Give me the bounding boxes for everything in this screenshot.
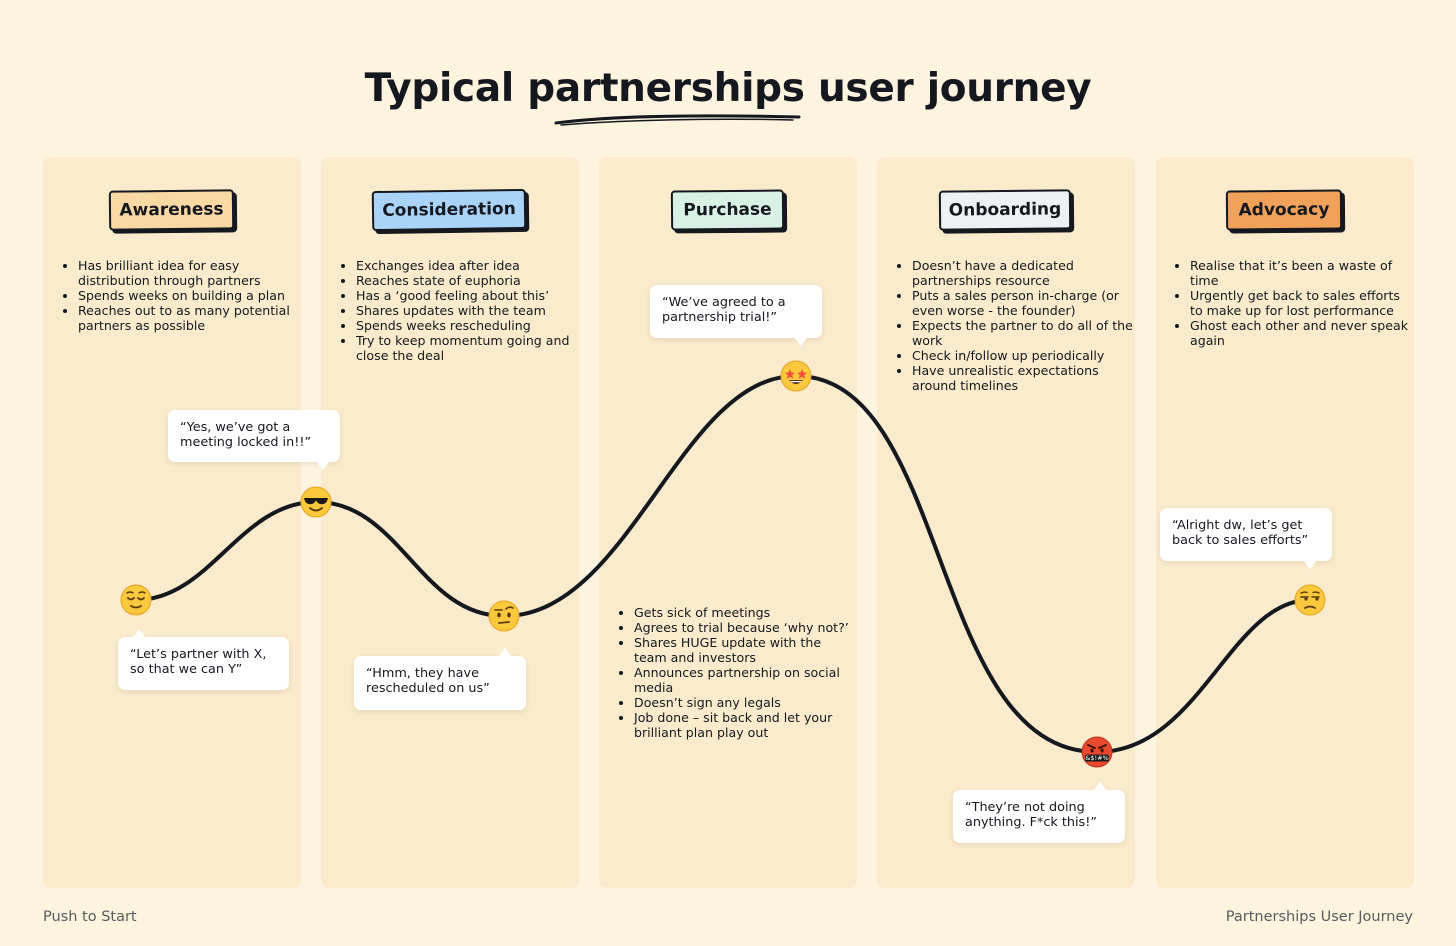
list-item: Realise that it’s been a waste of time xyxy=(1190,258,1414,288)
list-item: Exchanges idea after idea xyxy=(356,258,582,273)
list-item: Reaches out to as many potential partner… xyxy=(78,303,300,333)
list-item: Doesn’t sign any legals xyxy=(634,695,854,710)
quote-text: “Let’s partner with X, so that we can Y” xyxy=(130,647,267,677)
list-item: Gets sick of meetings xyxy=(634,605,854,620)
quote-bubble-meeting: “Yes, we’ve got a meeting locked in!!” xyxy=(168,410,340,470)
quote-bubble-trial: “We’ve agreed to a partnership trial!” xyxy=(650,285,822,346)
quote-text: “Alright dw, let’s get back to sales eff… xyxy=(1172,518,1309,548)
list-item: Agrees to trial because ‘why not?’ xyxy=(634,620,854,635)
list-item: Expects the partner to do all of the wor… xyxy=(912,318,1134,348)
quote-text: “Hmm, they have rescheduled on us” xyxy=(366,666,490,696)
quote-bubble-frustrated: “They’re not doing anything. F*ck this!” xyxy=(953,782,1125,843)
title-highlight: partnerships xyxy=(527,66,805,111)
quote-bubble-rescheduled: “Hmm, they have rescheduled on us” xyxy=(354,648,526,710)
list-item: Have unrealistic expectations around tim… xyxy=(912,363,1134,393)
list-item: Announces partnership on social media xyxy=(634,665,854,695)
purchase-bullets: Gets sick of meetings Agrees to trial be… xyxy=(620,605,854,740)
list-item: Shares HUGE update with the team and inv… xyxy=(634,635,854,665)
footer-right: Partnerships User Journey xyxy=(1225,909,1413,925)
quote-text: “We’ve agreed to a partnership trial!” xyxy=(662,295,786,325)
column-consideration xyxy=(321,157,579,888)
list-item: Spends weeks on building a plan xyxy=(78,288,300,303)
list-item: Check in/follow up periodically xyxy=(912,348,1134,363)
list-item: Shares updates with the team xyxy=(356,303,582,318)
sunglasses-face-icon xyxy=(300,486,332,518)
cursing-symbols: &$!#% xyxy=(1085,754,1108,762)
advocacy-bullets: Realise that it’s been a waste of time U… xyxy=(1176,258,1414,348)
list-item: Urgently get back to sales efforts to ma… xyxy=(1190,288,1414,318)
unamused-face-icon xyxy=(1294,584,1326,616)
title-suffix: user journey xyxy=(804,66,1092,111)
raised-eyebrow-face-icon xyxy=(488,600,520,632)
list-item: Doesn’t have a dedicated partnerships re… xyxy=(912,258,1134,288)
quote-text: “Yes, we’ve got a meeting locked in!!” xyxy=(180,420,312,450)
footer-left: Push to Start xyxy=(43,909,137,925)
quote-bubble-awareness: “Let’s partner with X, so that we can Y” xyxy=(118,629,289,690)
title-prefix: Typical xyxy=(364,66,528,111)
list-item: Try to keep momentum going and close the… xyxy=(356,333,582,363)
list-item: Ghost each other and never speak again xyxy=(1190,318,1414,348)
list-item: Has a ‘good feeling about this’ xyxy=(356,288,582,303)
list-item: Has brilliant idea for easy distribution… xyxy=(78,258,300,288)
title-underline xyxy=(554,114,801,126)
list-item: Puts a sales person in-charge (or even w… xyxy=(912,288,1134,318)
cursing-face-icon: &$!#% xyxy=(1081,736,1113,768)
relieved-face-icon xyxy=(120,584,152,616)
list-item: Reaches state of euphoria xyxy=(356,273,582,288)
star-struck-face-icon xyxy=(780,360,812,392)
awareness-bullets: Has brilliant idea for easy distribution… xyxy=(64,258,300,333)
onboarding-bullets: Doesn’t have a dedicated partnerships re… xyxy=(898,258,1134,393)
consideration-bullets: Exchanges idea after idea Reaches state … xyxy=(342,258,582,363)
quote-bubble-sales: “Alright dw, let’s get back to sales eff… xyxy=(1160,508,1332,569)
quote-text: “They’re not doing anything. F*ck this!” xyxy=(965,800,1097,830)
page-title: Typical partnerships user journey xyxy=(0,66,1456,111)
list-item: Spends weeks rescheduling xyxy=(356,318,582,333)
column-purchase xyxy=(599,157,857,888)
list-item: Job done – sit back and let your brillia… xyxy=(634,710,854,740)
